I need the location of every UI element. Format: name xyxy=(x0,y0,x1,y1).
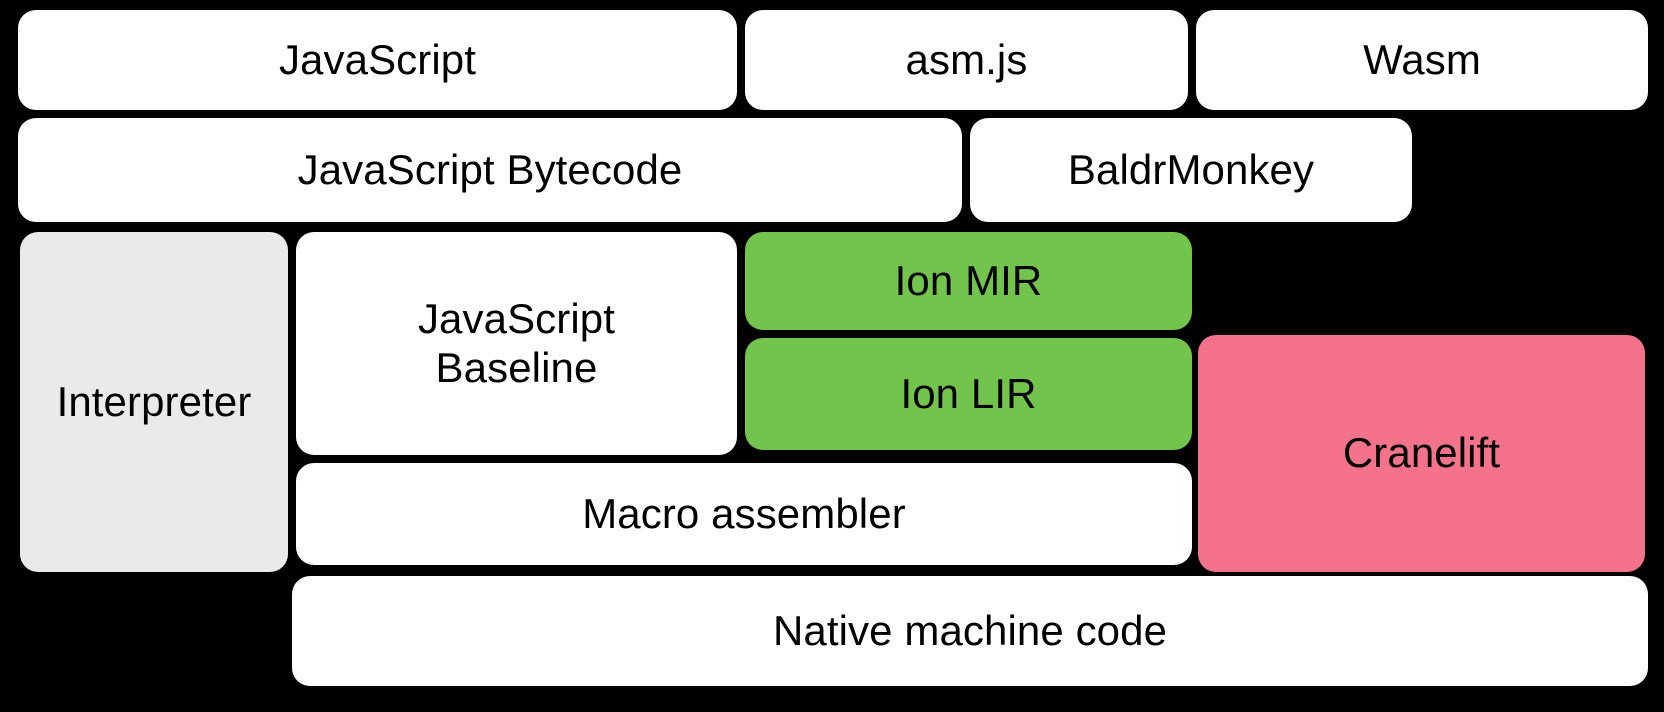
node-baldrmonkey: BaldrMonkey xyxy=(970,118,1412,222)
node-label-baldrmonkey: BaldrMonkey xyxy=(1067,145,1315,193)
node-wasm: Wasm xyxy=(1196,10,1648,110)
node-label-wasm: Wasm xyxy=(1363,35,1481,83)
node-label-asm-js: asm.js xyxy=(905,35,1028,83)
node-label-interpreter: Interpreter xyxy=(56,377,252,425)
node-label-macro-assembler: Macro assembler xyxy=(582,489,906,537)
node-label-ion-lir: Ion LIR xyxy=(900,369,1037,417)
node-ion-lir: Ion LIR xyxy=(745,338,1192,450)
node-interpreter: Interpreter xyxy=(20,232,288,572)
node-javascript: JavaScript xyxy=(18,10,737,110)
node-label-javascript: JavaScript xyxy=(278,35,477,83)
node-macro-assembler: Macro assembler xyxy=(296,463,1192,565)
node-label-ion-mir: Ion MIR xyxy=(894,256,1043,304)
node-asm-js: asm.js xyxy=(745,10,1188,110)
node-javascript-baseline: JavaScript Baseline xyxy=(296,232,737,455)
node-cranelift: Cranelift xyxy=(1198,335,1645,572)
node-javascript-bytecode: JavaScript Bytecode xyxy=(18,118,962,222)
node-native-machine-code: Native machine code xyxy=(292,576,1648,686)
node-ion-mir: Ion MIR xyxy=(745,232,1192,330)
node-label-native-machine-code: Native machine code xyxy=(772,606,1168,654)
node-label-javascript-baseline: JavaScript Baseline xyxy=(417,294,616,391)
node-label-javascript-bytecode: JavaScript Bytecode xyxy=(297,145,683,193)
node-label-cranelift: Cranelift xyxy=(1342,429,1501,477)
